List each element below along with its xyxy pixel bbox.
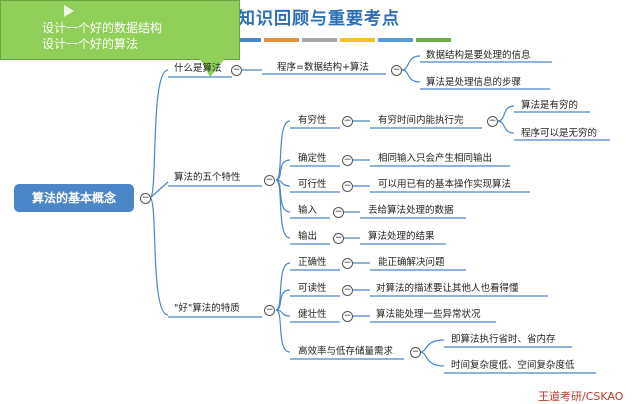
collapse-toggle-icon[interactable]: − — [391, 65, 402, 76]
title-color-bar — [302, 38, 337, 42]
node-characteristic-desc[interactable]: 可以用已有的基本操作实现算法 — [378, 179, 512, 190]
collapse-toggle-icon[interactable]: − — [342, 155, 353, 166]
node-what-is-algorithm[interactable]: 什么是算法 — [174, 63, 222, 74]
node-characteristic-desc[interactable]: 有穷时间内能执行完 — [378, 115, 464, 126]
title-color-bar — [264, 38, 299, 42]
collapse-toggle-icon[interactable]: − — [264, 305, 275, 316]
node-characteristic[interactable]: 可行性 — [298, 179, 327, 190]
collapse-toggle-icon[interactable]: − — [342, 311, 353, 322]
collapse-toggle-icon[interactable]: − — [264, 175, 275, 186]
collapse-toggle-icon[interactable]: − — [333, 207, 344, 218]
collapse-toggle-icon[interactable]: − — [333, 233, 344, 244]
title-color-bar — [416, 38, 451, 42]
collapse-toggle-icon[interactable]: − — [342, 285, 353, 296]
node-formula[interactable]: 程序=数据结构+算法 — [277, 62, 369, 73]
node-quality[interactable]: 高效率与低存储量需求 — [298, 346, 394, 357]
node-five-characteristics[interactable]: 算法的五个特性 — [174, 172, 241, 183]
node-quality[interactable]: 可读性 — [298, 283, 327, 294]
collapse-toggle-icon[interactable]: − — [342, 116, 353, 127]
play-icon[interactable] — [64, 5, 74, 17]
node-quality[interactable]: 健壮性 — [298, 309, 327, 320]
node-good-algorithm[interactable]: "好"算法的特质 — [174, 303, 240, 314]
callout-line-2: 设计一个好的算法 — [42, 37, 139, 51]
callout-line-1: 设计一个好的数据结构 — [42, 21, 163, 35]
brand-watermark: 王道考研/CSKAO — [538, 390, 624, 403]
node-characteristic[interactable]: 确定性 — [298, 153, 327, 164]
node-quality-desc[interactable]: 能正确解决问题 — [378, 257, 445, 268]
node-characteristic[interactable]: 输出 — [298, 231, 318, 242]
collapse-toggle-icon[interactable]: − — [410, 347, 421, 358]
callout-bubble — [0, 0, 240, 60]
node-finite-child[interactable]: 程序可以是无穷的 — [521, 128, 598, 139]
title-color-bar — [226, 38, 261, 42]
root-node[interactable]: 算法的基本概念 — [14, 184, 134, 212]
callout-tail — [198, 55, 228, 77]
node-characteristic-desc[interactable]: 丢给算法处理的数据 — [368, 205, 454, 216]
node-efficiency-child[interactable]: 即算法执行省时、省内存 — [451, 334, 556, 345]
title-color-bar — [378, 38, 413, 42]
collapse-toggle-icon[interactable]: − — [140, 193, 151, 204]
node-characteristic-desc[interactable]: 相同输入只会产生相同输出 — [378, 153, 493, 164]
node-characteristic[interactable]: 输入 — [298, 205, 318, 216]
node-finite-child[interactable]: 算法是有穷的 — [521, 100, 579, 111]
node-quality-desc[interactable]: 算法能处理一些异常状况 — [376, 309, 481, 320]
collapse-toggle-icon[interactable]: − — [342, 258, 353, 269]
page-title: 知识回顾与重要考点 — [238, 9, 400, 29]
node-formula-child[interactable]: 数据结构是要处理的信息 — [426, 50, 531, 61]
node-efficiency-child[interactable]: 时间复杂度低、空间复杂度低 — [451, 360, 575, 371]
node-characteristic[interactable]: 有穷性 — [298, 115, 327, 126]
collapse-toggle-icon[interactable]: − — [487, 116, 498, 127]
node-quality-desc[interactable]: 对算法的描述要让其他人也看得懂 — [376, 283, 519, 294]
collapse-toggle-icon[interactable]: − — [342, 181, 353, 192]
title-color-bar — [340, 38, 375, 42]
node-characteristic-desc[interactable]: 算法处理的结果 — [368, 231, 435, 242]
collapse-toggle-icon[interactable]: − — [231, 65, 242, 76]
node-formula-child[interactable]: 算法是处理信息的步骤 — [426, 77, 522, 88]
node-quality[interactable]: 正确性 — [298, 257, 327, 268]
